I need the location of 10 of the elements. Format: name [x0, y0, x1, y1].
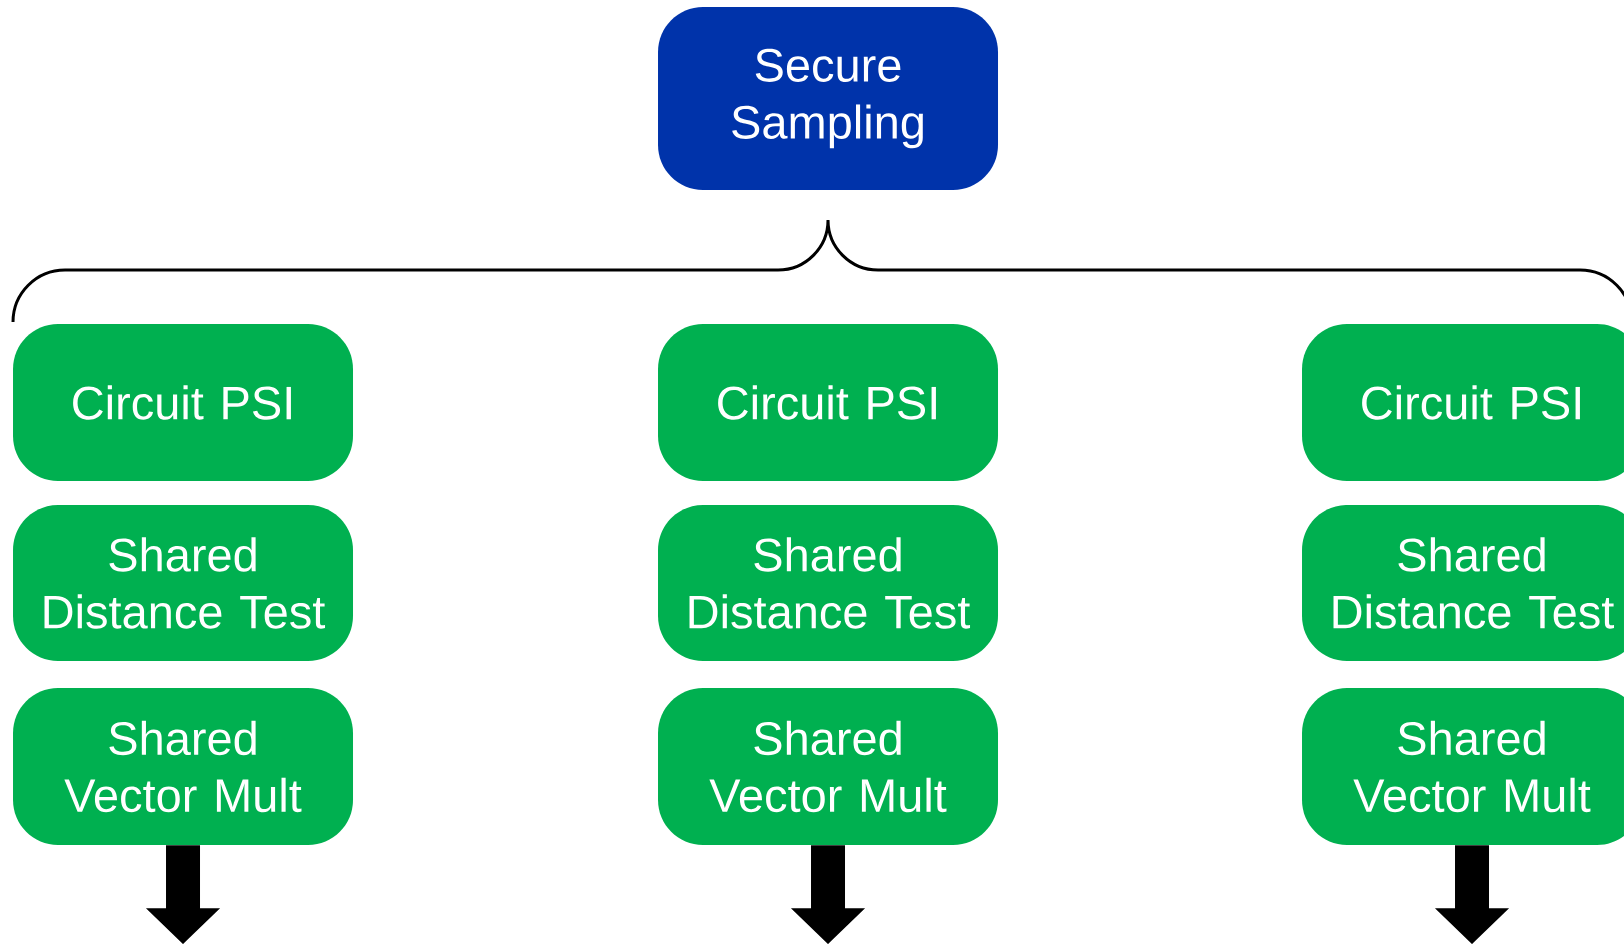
title-box: Secure Sampling	[658, 7, 998, 190]
process-box: Circuit PSI	[658, 324, 998, 481]
process-box: Shared Distance Test	[13, 505, 353, 661]
process-box: Shared Vector Mult	[1302, 688, 1624, 845]
process-box: Circuit PSI	[13, 324, 353, 481]
process-box: Shared Vector Mult	[13, 688, 353, 845]
process-box: Shared Distance Test	[1302, 505, 1624, 661]
process-box: Shared Distance Test	[658, 505, 998, 661]
process-box: Circuit PSI	[1302, 324, 1624, 481]
process-box: Shared Vector Mult	[658, 688, 998, 845]
